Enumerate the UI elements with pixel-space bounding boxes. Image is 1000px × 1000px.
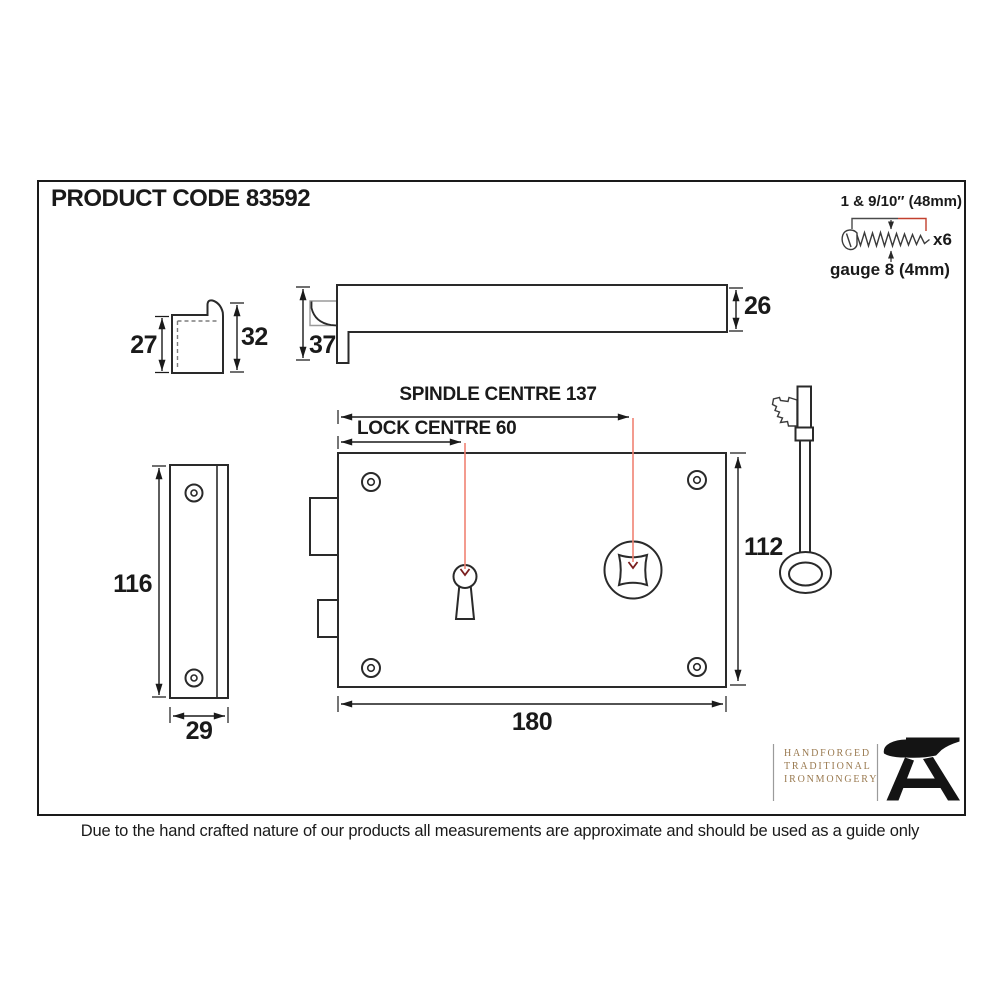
centerline-keyhole: [459, 443, 471, 577]
diagram-border: [37, 180, 966, 816]
lock-centre-label: LOCK CENTRE 60: [357, 418, 517, 439]
anvil-logo-icon: [883, 737, 960, 801]
keep-width-label: 29: [185, 717, 213, 745]
spindle-hole: [603, 540, 663, 600]
screw-illustration: [841, 229, 930, 251]
keep-plate-view: [169, 464, 229, 699]
screw-size-label: 1 & 9/10″ (48mm): [840, 193, 962, 210]
keeper-inner-height-label: 27: [130, 331, 157, 359]
lock-centre-dimension: [337, 436, 461, 449]
dim-lock-112: [730, 452, 746, 686]
dim-keep-116: [152, 465, 166, 698]
screw-qty-label: x6: [933, 230, 952, 249]
dim-keep-29: [169, 707, 229, 723]
lock-height-label: 112: [744, 533, 783, 561]
dim-keeper-27: [155, 315, 169, 374]
dim-lock-180: [337, 696, 727, 712]
latch-top-view: [309, 284, 728, 364]
keyhole: [452, 564, 478, 620]
brand-text-line3: IRONMONGERY: [784, 774, 879, 785]
spindle-centre-label: SPINDLE CENTRE 137: [399, 384, 597, 405]
latch-face-height-label: 37: [309, 331, 336, 359]
screw-gauge-label: gauge 8 (4mm): [830, 260, 950, 279]
key-illustration: [771, 385, 832, 594]
lock-body-view: [309, 452, 727, 688]
product-code: PRODUCT CODE 83592: [51, 185, 311, 212]
lock-width-label: 180: [511, 708, 553, 736]
dim-latch-26: [729, 287, 743, 332]
dim-keeper-32: [230, 302, 244, 373]
dim-latch-37: [296, 286, 310, 361]
keeper-side-view: [171, 299, 224, 374]
disclaimer-text: Due to the hand crafted nature of our pr…: [80, 822, 920, 840]
brand-text-line1: HANDFORGED: [784, 748, 871, 759]
brand-text-line2: TRADITIONAL: [784, 761, 872, 772]
centerline-spindle: [627, 418, 639, 570]
spindle-centre-dimension: [337, 410, 629, 424]
keeper-outer-height-label: 32: [241, 323, 268, 351]
keep-height-label: 116: [113, 570, 152, 598]
screw-dimension-bracket: [851, 217, 927, 262]
brand-logo: [772, 737, 960, 801]
latch-bar-height-label: 26: [744, 292, 771, 320]
